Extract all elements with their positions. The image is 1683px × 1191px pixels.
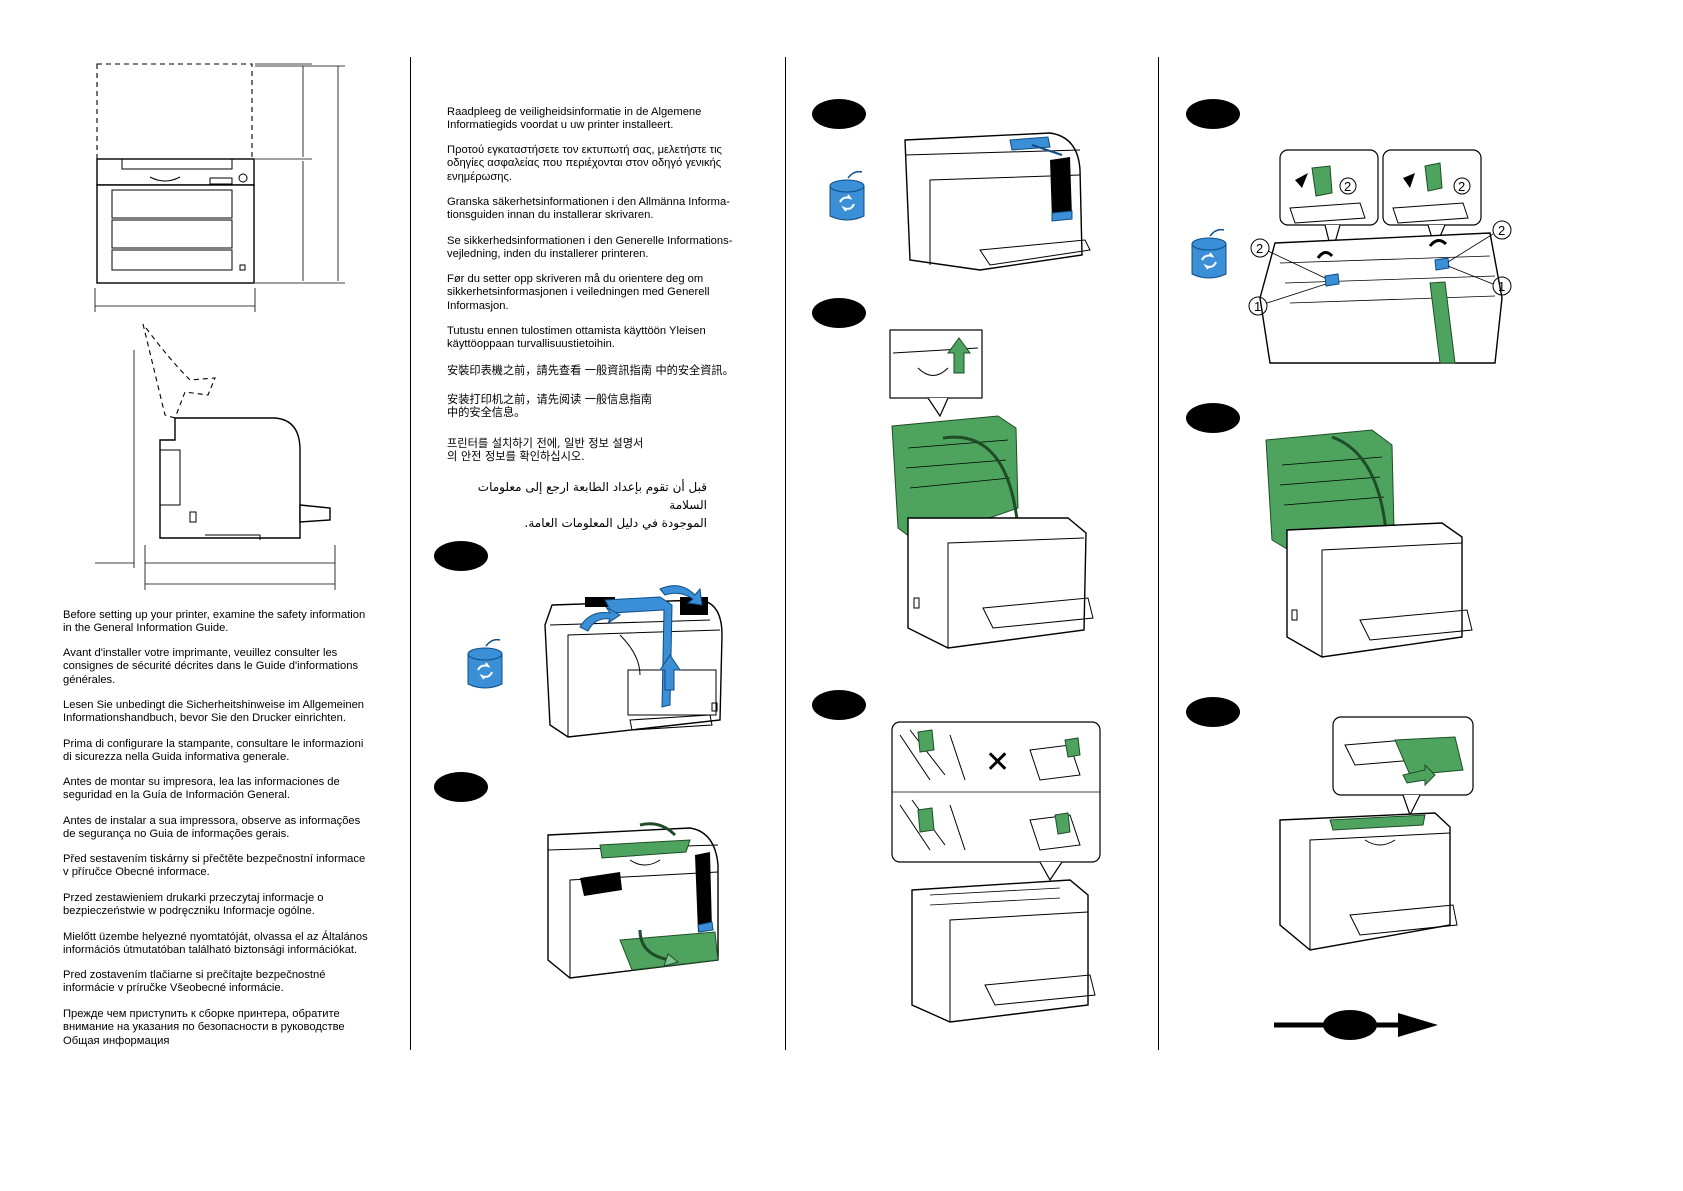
extend-paper-tray-illustration — [1279, 716, 1474, 951]
safety-text-ru: Прежде чем приступить к сборке принтера,… — [63, 1008, 345, 1047]
remove-shipping-locks-illustration: 2 2 2 2 1 1 — [1248, 149, 1512, 364]
safety-text-pl: Przed zestawieniem drukarki przeczytaj i… — [63, 892, 324, 918]
arrow-right-icon — [1274, 1010, 1438, 1040]
open-top-cover-illustration — [889, 329, 1094, 649]
callout-number: 2 — [1458, 179, 1465, 194]
safety-text-es: Antes de montar su impresora, lea las in… — [63, 776, 340, 802]
safety-text-zh-tw: 安裝印表機之前，請先查看 一般資訊指南 中的安全資訊。 — [447, 364, 734, 377]
callout-number: 1 — [1498, 279, 1505, 294]
printer-front-dimensions-diagram — [94, 63, 345, 312]
safety-text-de: Lesen Sie unbedingt die Sicherheitshinwe… — [63, 699, 365, 725]
cross-icon: ✕ — [985, 746, 1010, 779]
close-top-cover-illustration — [1265, 429, 1473, 658]
safety-text-fi: Tutustu ennen tulostimen ottamista käytt… — [447, 325, 706, 351]
step-marker-8 — [1186, 697, 1240, 727]
recycle-icon — [829, 170, 865, 221]
printer-remove-inner-tape-illustration — [547, 822, 719, 979]
callout-number: 1 — [1254, 299, 1261, 314]
remove-toner-clips-illustration: ✕ — [891, 721, 1101, 1023]
column-divider-3 — [1158, 57, 1159, 1050]
printer-remove-output-tape-illustration — [904, 132, 1091, 271]
safety-text-ar: قبل أن تقوم بإعداد الطابعة ارجع إلى معلو… — [477, 480, 707, 530]
step-marker-1 — [434, 541, 488, 571]
callout-number: 2 — [1256, 241, 1263, 256]
step-marker-7 — [1186, 403, 1240, 433]
step-marker-3 — [812, 99, 866, 129]
safety-text-ko: 프린터를 설치하기 전에, 일반 정보 설명서 의 안전 정보를 확인하십시오. — [447, 437, 644, 464]
safety-text-da: Se sikkerhedsinformationen i den Generel… — [447, 235, 733, 261]
safety-text-cs: Před sestavením tiskárny si přečtěte bez… — [63, 853, 366, 879]
callout-number: 2 — [1344, 179, 1351, 194]
step-marker-4 — [812, 298, 866, 328]
safety-text-el: Προτού εγκαταστήσετε τον εκτυπωτή σας, μ… — [447, 144, 722, 183]
safety-text-hu: Mielőtt üzembe helyezné nyomtatóját, olv… — [63, 931, 368, 957]
safety-text-en: Before setting up your printer, examine … — [63, 609, 366, 635]
printer-side-clearance-diagram — [95, 323, 336, 590]
step-marker-2 — [434, 772, 488, 802]
recycle-icon — [1191, 228, 1227, 279]
safety-text-pt: Antes de instalar a sua impressora, obse… — [63, 815, 361, 841]
safety-text-sv: Granska säkerhetsinformationen i den All… — [447, 196, 730, 222]
safety-text-no: Før du setter opp skriveren må du orient… — [447, 273, 710, 312]
recycle-icon — [467, 638, 503, 689]
safety-text-zh-cn: 安装打印机之前，请先阅读 一般信息指南 中的安全信息。 — [447, 393, 652, 420]
column-divider-2 — [785, 57, 786, 1050]
column-divider-1 — [410, 57, 411, 1050]
safety-text-sk: Pred zostavením tlačiarne si prečítajte … — [63, 969, 326, 995]
safety-text-nl: Raadpleeg de veiligheidsinformatie in de… — [447, 106, 702, 132]
safety-text-it: Prima di configurare la stampante, consu… — [63, 738, 364, 764]
step-marker-5 — [812, 690, 866, 720]
step-marker-6 — [1186, 99, 1240, 129]
safety-text-fr: Avant d'installer votre imprimante, veui… — [63, 647, 359, 686]
printer-remove-tape-illustration — [544, 585, 723, 738]
callout-number: 2 — [1498, 223, 1505, 238]
